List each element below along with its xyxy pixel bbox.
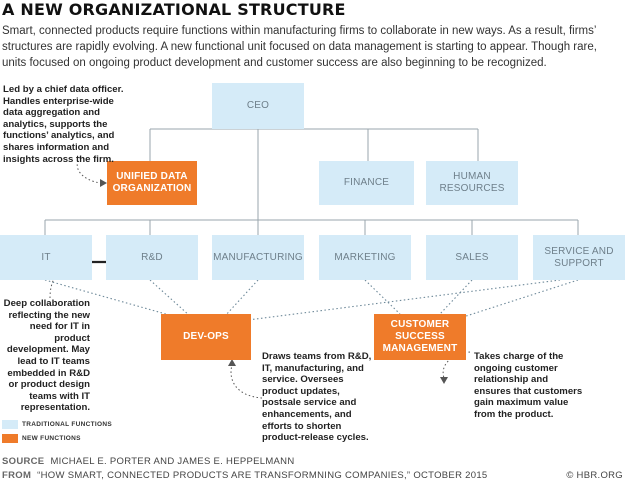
from-key: FROM xyxy=(2,470,32,481)
finance-box: FINANCE xyxy=(319,161,414,205)
unified-data-organization-box: UNIFIED DATA ORGANIZATION xyxy=(107,161,197,205)
customer-success-management-box: CUSTOMER SUCCESS MANAGEMENT xyxy=(374,314,466,360)
from-line: FROM “HOW SMART, CONNECTED PRODUCTS ARE T… xyxy=(2,470,488,481)
devops-mfg-dotted xyxy=(224,279,259,317)
legend-new-label: NEW FUNCTIONS xyxy=(22,435,81,442)
cdo-callout-arrowhead xyxy=(100,179,107,187)
legend-traditional-swatch xyxy=(2,420,18,429)
intro-text: Smart, connected products require functi… xyxy=(2,25,597,69)
cs-service-dotted xyxy=(459,279,579,319)
devops-note: Draws teams from R&D, IT, manufacturing,… xyxy=(262,351,372,444)
source-key: SOURCE xyxy=(2,456,45,467)
it-box: IT xyxy=(0,235,92,280)
devops-service-dotted xyxy=(247,279,561,321)
it-note: Deep collaboration reflecting the new ne… xyxy=(3,298,90,414)
devops-it-dotted xyxy=(44,279,181,319)
manufacturing-box: MANUFACTURING xyxy=(212,235,304,280)
dev-ops-box: DEV-OPS xyxy=(161,314,251,360)
marketing-box: MARKETING xyxy=(319,235,411,280)
customer-success-note: Takes charge of the ongoing customer rel… xyxy=(474,351,583,420)
rnd-box: R&D xyxy=(106,235,198,280)
from-value: “HOW SMART, CONNECTED PRODUCTS ARE TRANS… xyxy=(37,470,488,481)
cdo-callout-curve xyxy=(76,156,101,184)
source-value: MICHAEL E. PORTER AND JAMES E. HEPPELMAN… xyxy=(50,456,295,467)
devops-rnd-dotted xyxy=(149,279,191,317)
legend-traditional-label: TRADITIONAL FUNCTIONS xyxy=(22,421,112,428)
human-resources-box: HUMAN RESOURCES xyxy=(426,161,518,205)
sales-box: SALES xyxy=(426,235,518,280)
devops-callout-arrowhead xyxy=(228,359,236,366)
service-and-support-box: SERVICE AND SUPPORT xyxy=(533,235,625,280)
source-line: SOURCE MICHAEL E. PORTER AND JAMES E. HEP… xyxy=(2,456,295,467)
cs-callout-arrowhead xyxy=(440,377,448,384)
cdo-note: Led by a chief data officer. Handles ent… xyxy=(3,84,124,165)
devops-callout-curve xyxy=(230,364,263,399)
cs-sales-dotted xyxy=(439,279,473,315)
page-title: A NEW ORGANIZATIONAL STRUCTURE xyxy=(2,0,346,19)
ceo-box: CEO xyxy=(212,83,304,129)
legend-new-swatch xyxy=(2,434,18,443)
hbr-credit: © HBR.ORG xyxy=(566,470,623,481)
cs-marketing-dotted xyxy=(364,279,401,315)
